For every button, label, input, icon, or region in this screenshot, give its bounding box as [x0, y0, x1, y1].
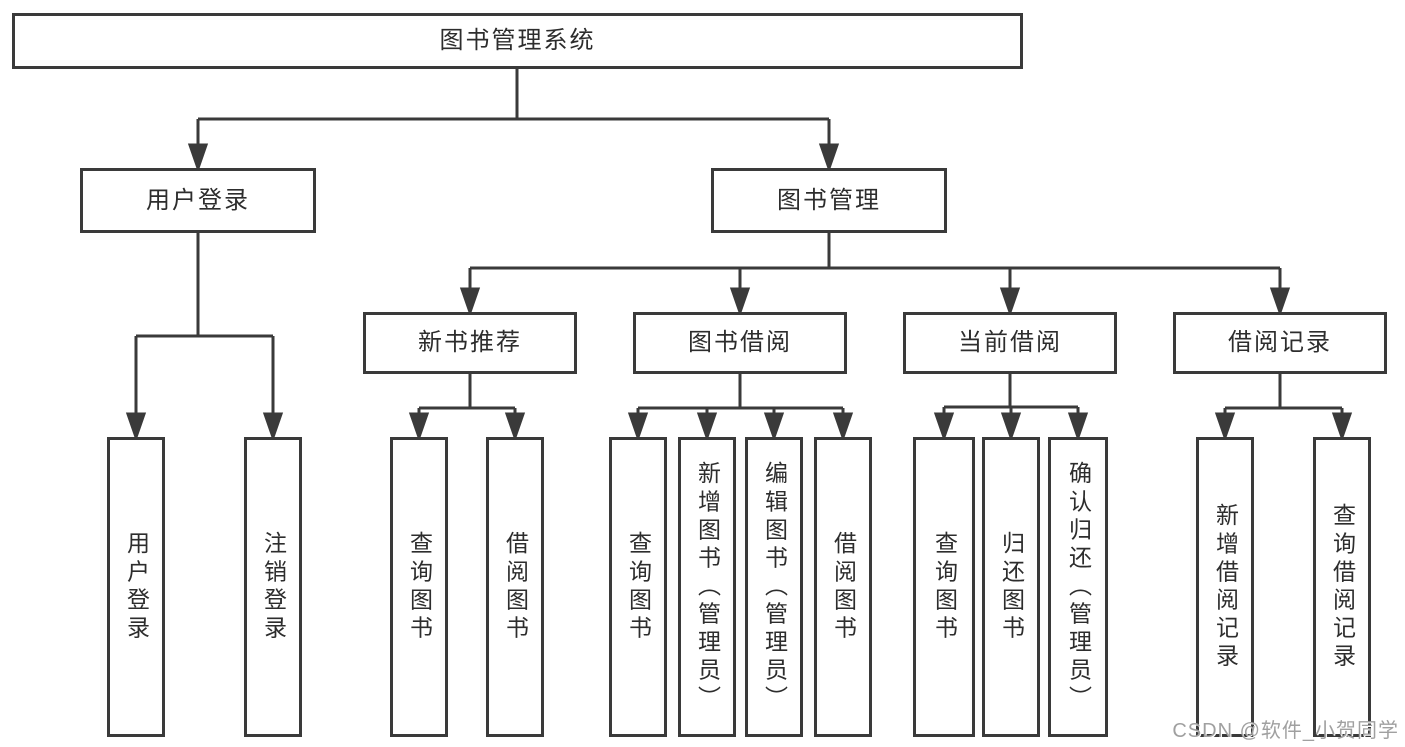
leaf-edit-books-admin: 编辑图书（管理员） — [745, 437, 803, 737]
leaf-borrow-books-recommend-label: 借阅图书 — [502, 530, 529, 644]
leaf-add-books-admin: 新增图书（管理员） — [678, 437, 736, 737]
leaf-query-books-current-label: 查询图书 — [931, 530, 958, 644]
connector-root-to-level1 — [187, 69, 840, 173]
leaf-confirm-return-admin: 确认归还（管理员） — [1048, 437, 1108, 737]
leaf-add-borrow-record: 新增借阅记录 — [1196, 437, 1254, 737]
leaf-logout: 注销登录 — [244, 437, 302, 737]
leaf-edit-books-admin-label: 编辑图书（管理员） — [761, 460, 788, 714]
leaf-add-books-admin-label: 新增图书（管理员） — [694, 460, 721, 714]
leaf-query-borrow-record-label: 查询借阅记录 — [1329, 502, 1356, 672]
leaf-borrow-books-borrowing-label: 借阅图书 — [830, 530, 857, 644]
connector-new-book-recommend-to-leaves — [408, 374, 526, 442]
leaf-query-borrow-record: 查询借阅记录 — [1313, 437, 1371, 737]
leaf-user-login-label: 用户登录 — [123, 530, 150, 644]
connector-current-borrowing-to-leaves — [933, 374, 1089, 442]
connector-book-management-to-level2 — [459, 233, 1291, 317]
node-current-borrowing-label: 当前借阅 — [958, 329, 1062, 357]
leaf-borrow-books-borrowing: 借阅图书 — [814, 437, 872, 737]
node-book-management-label: 图书管理 — [777, 186, 881, 214]
node-new-book-recommend-label: 新书推荐 — [418, 329, 522, 357]
leaf-query-books-borrowing-label: 查询图书 — [625, 530, 652, 644]
leaf-query-books-recommend-label: 查询图书 — [406, 530, 433, 644]
connector-book-borrowing-to-leaves — [627, 374, 854, 442]
node-book-borrowing: 图书借阅 — [633, 312, 847, 374]
leaf-logout-label: 注销登录 — [260, 530, 287, 644]
leaf-borrow-books-recommend: 借阅图书 — [486, 437, 544, 737]
node-new-book-recommend: 新书推荐 — [363, 312, 577, 374]
node-book-borrowing-label: 图书借阅 — [688, 329, 792, 357]
node-user-login-label: 用户登录 — [146, 186, 250, 214]
node-user-login: 用户登录 — [80, 168, 316, 233]
leaf-user-login: 用户登录 — [107, 437, 165, 737]
connector-borrow-records-to-leaves — [1214, 374, 1353, 442]
node-book-management: 图书管理 — [711, 168, 947, 233]
csdn-watermark: CSDN @软件_小贺同学 — [1172, 720, 1399, 742]
leaf-add-borrow-record-label: 新增借阅记录 — [1212, 502, 1239, 672]
node-borrow-records: 借阅记录 — [1173, 312, 1387, 374]
leaf-confirm-return-admin-label: 确认归还（管理员） — [1065, 460, 1092, 714]
leaf-query-books-recommend: 查询图书 — [390, 437, 448, 737]
node-root-label: 图书管理系统 — [439, 27, 596, 55]
leaf-return-books-label: 归还图书 — [998, 530, 1025, 644]
node-borrow-records-label: 借阅记录 — [1228, 329, 1332, 357]
leaf-query-books-borrowing: 查询图书 — [609, 437, 667, 737]
node-current-borrowing: 当前借阅 — [903, 312, 1117, 374]
node-root: 图书管理系统 — [12, 13, 1023, 69]
leaf-return-books: 归还图书 — [982, 437, 1040, 737]
connector-user-login-to-leaves — [125, 233, 284, 442]
leaf-query-books-current: 查询图书 — [913, 437, 975, 737]
